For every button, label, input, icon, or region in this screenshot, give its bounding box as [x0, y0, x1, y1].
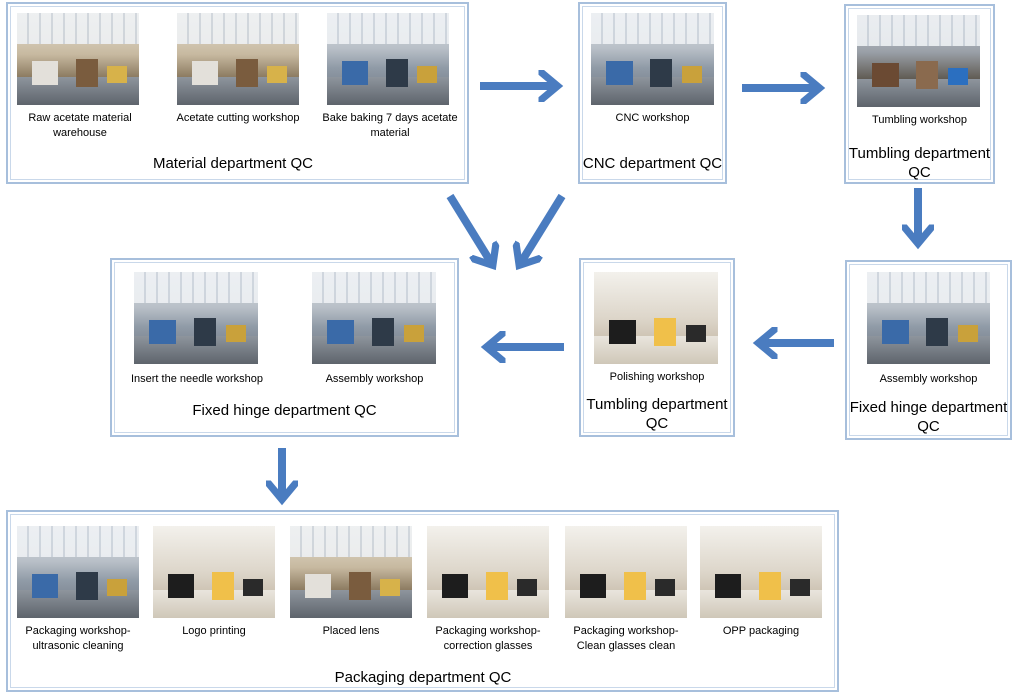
- arrow-cnc-down: [520, 193, 566, 264]
- photo-caption: Insert the needle workshop: [130, 373, 264, 385]
- photo-caption: Logo printing: [182, 625, 246, 637]
- fixed-hinge-department-box-right: Assembly workshop Fixed hinge department…: [845, 260, 1012, 440]
- assembly-workshop-photo: [312, 272, 436, 364]
- department-title: Tumbling department QC: [848, 145, 991, 181]
- cnc-department-box: CNC workshop CNC department QC: [578, 2, 727, 184]
- department-title: Tumbling department QC: [586, 396, 728, 432]
- photo-caption: Raw acetate material warehouse: [28, 112, 132, 139]
- acetate-cutting-photo: [177, 13, 299, 105]
- photo-caption: Packaging workshop- Clean glasses clean: [573, 625, 679, 652]
- polishing-workshop-photo: [594, 272, 718, 364]
- photo-caption: Acetate cutting workshop: [176, 112, 300, 124]
- placed-lens-photo: [290, 526, 412, 618]
- photo-caption: CNC workshop: [615, 112, 690, 124]
- photo-caption: Packaging workshop- correction glasses: [435, 625, 541, 652]
- opp-packaging-photo: [700, 526, 822, 618]
- fixed-hinge-department-box-main: Insert the needle workshop Assembly work…: [110, 258, 459, 437]
- photo-caption: Assembly workshop: [325, 373, 424, 385]
- department-title: CNC department QC: [582, 155, 723, 172]
- department-title: Fixed hinge department QC: [849, 399, 1008, 435]
- photo-caption: Polishing workshop: [609, 371, 705, 383]
- department-title: Packaging department QC: [334, 669, 512, 686]
- material-department-box: Raw acetate material warehouse Acetate c…: [6, 2, 469, 184]
- photo-caption: Assembly workshop: [879, 373, 978, 385]
- packaging-department-box: Packaging workshop- ultrasonic cleaning …: [6, 510, 839, 692]
- tumbling-department-box-mid: Polishing workshop Tumbling department Q…: [579, 258, 735, 437]
- photo-caption: Placed lens: [322, 625, 380, 637]
- ultrasonic-cleaning-photo: [17, 526, 139, 618]
- photo-caption: Tumbling workshop: [872, 114, 967, 126]
- tumbling-department-box-top: Tumbling workshop Tumbling department QC: [844, 4, 995, 184]
- photo-caption: Packaging workshop- ultrasonic cleaning: [25, 625, 131, 652]
- raw-material-warehouse-photo: [17, 13, 139, 105]
- insert-needle-photo: [134, 272, 258, 364]
- department-title: Fixed hinge department QC: [192, 402, 377, 419]
- logo-printing-photo: [153, 526, 275, 618]
- cnc-workshop-photo: [591, 13, 714, 105]
- photo-caption: Bake baking 7 days acetate material: [322, 112, 458, 139]
- assembly-workshop-photo-right: [867, 272, 990, 364]
- tumbling-workshop-photo: [857, 15, 980, 107]
- arrow-material-down: [446, 193, 492, 264]
- department-title: Material department QC: [152, 155, 314, 172]
- clean-glasses-photo: [565, 526, 687, 618]
- correction-glasses-photo: [427, 526, 549, 618]
- bake-baking-photo: [327, 13, 449, 105]
- photo-caption: OPP packaging: [722, 625, 800, 637]
